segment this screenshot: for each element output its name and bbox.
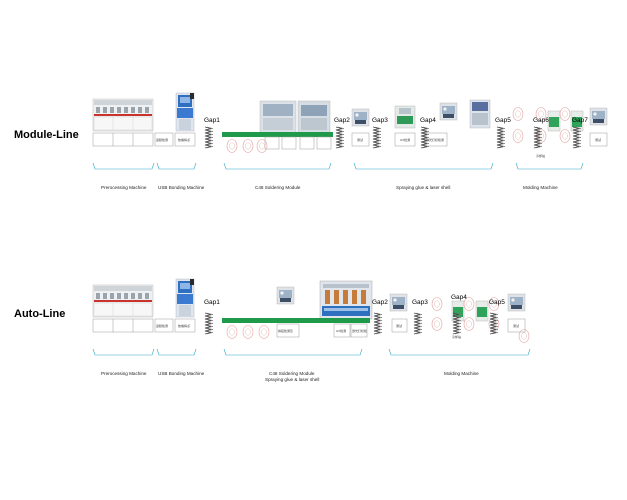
gap-label: Gap7 (572, 117, 588, 124)
spray-station-image (351, 108, 370, 127)
gap-label: Gap2 (372, 299, 388, 306)
small-label: 测试 (513, 323, 519, 328)
gap-label: Gap4 (420, 117, 436, 124)
test-station-image (389, 293, 408, 312)
laser-machine-image (469, 99, 491, 129)
section-label: C48 Soldering Module (269, 371, 315, 376)
section-label: USB Bonding Machine (158, 185, 205, 190)
section-label: Prerocessing Machine (101, 185, 147, 190)
row-title: Auto-Line (14, 308, 65, 320)
section-label: Spraying glue & laser shell (396, 185, 450, 190)
section-brackets (92, 348, 531, 356)
small-label: 蓝膜检测 (156, 137, 168, 142)
gap-label: Gap4 (451, 294, 467, 301)
preprocessing-machine-image (92, 98, 154, 132)
module-line-row: Module-Line (14, 92, 608, 190)
auto-line-row: Auto-Line (14, 278, 531, 382)
small-label: 热熔焊点 (178, 323, 190, 328)
gap-label: Gap1 (204, 117, 220, 124)
small-label: 焊接检测及 (278, 328, 293, 333)
c48-soldering-image (276, 286, 295, 305)
small-label: UV检测 (336, 328, 346, 333)
test-station-image (507, 293, 526, 312)
small-label: 测试 (595, 137, 601, 142)
gap-label: Gap3 (412, 299, 428, 306)
laser-station-image (439, 102, 458, 121)
gap-label: Gap2 (334, 117, 350, 124)
section-label: C48 Soldering Module (255, 185, 301, 190)
small-label: 蓝膜检测 (156, 323, 168, 328)
section-label: USB Bonding Machine (158, 371, 205, 376)
usb-bonding-machine-image (175, 92, 195, 132)
section-label: Spraying glue & laser shell (265, 377, 319, 382)
small-label: 冷却站 (536, 153, 545, 158)
gap-label: Gap3 (372, 117, 388, 124)
gap-label: Gap5 (495, 117, 511, 124)
row-title: Module-Line (14, 129, 79, 141)
small-label: 冷却站 (452, 334, 461, 339)
gap-label: Gap6 (533, 117, 549, 124)
section-label: Prerocessing Machine (101, 371, 147, 376)
conveyor-bar (222, 132, 333, 137)
c48-soldering-image (259, 100, 331, 134)
spray-laser-line-image (319, 280, 373, 320)
uv-station-image (394, 105, 416, 129)
usb-bonding-machine-image (175, 278, 195, 318)
molding-machine-image (547, 110, 584, 132)
small-label: 热熔焊点 (178, 137, 190, 142)
gap-label: Gap1 (204, 299, 220, 306)
section-brackets (92, 162, 584, 170)
small-label: 测试 (396, 323, 402, 328)
small-label: 激光打标检 (352, 328, 367, 333)
section-label: Molding Machine (523, 185, 558, 190)
section-label: Molding Machine (444, 371, 479, 376)
test-station-image (589, 107, 608, 126)
small-label: 激光打标检测 (426, 137, 444, 142)
gap-label: Gap5 (489, 299, 505, 306)
conveyor-bar (222, 318, 370, 323)
small-label: 测试 (357, 137, 363, 142)
preprocessing-machine-image (92, 284, 154, 318)
small-label: UV检测 (400, 137, 410, 142)
